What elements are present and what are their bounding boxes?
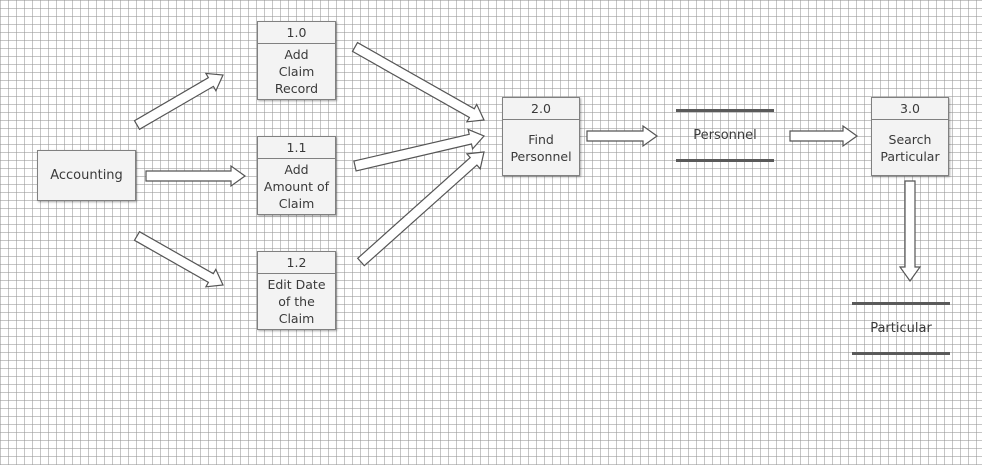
process-1-2-id: 1.2 <box>258 252 335 274</box>
process-3-0-name: Search Particular <box>880 131 940 164</box>
process-1-1-id: 1.1 <box>258 137 335 159</box>
particular-store-label: Particular <box>870 321 932 336</box>
store-top-line <box>852 302 950 305</box>
process-3-0-id: 3.0 <box>872 98 948 120</box>
process-1-2[interactable]: 1.2 Edit Date of the Claim <box>257 251 336 330</box>
flow-arrow-1-0-to-2-0 <box>351 41 485 123</box>
process-1-2-name: Edit Date of the Claim <box>267 277 326 326</box>
flow-arrow-accounting-to-1-1 <box>145 164 247 188</box>
process-2-0[interactable]: 2.0 Find Personnel <box>502 97 580 176</box>
personnel-store-label: Personnel <box>693 128 757 143</box>
flow-arrow-personnel-to-3-0 <box>789 124 859 148</box>
flow-arrow-1-1-to-2-0 <box>353 128 486 172</box>
process-1-1-name: Add Amount of Claim <box>263 162 330 211</box>
process-1-0-id: 1.0 <box>258 22 335 44</box>
process-2-0-name: Find Personnel <box>510 131 572 164</box>
store-bottom-line <box>852 352 950 355</box>
store-bottom-line <box>676 159 774 162</box>
flow-arrow-2-0-to-personnel <box>586 124 659 148</box>
accounting-label: Accounting <box>50 168 123 183</box>
process-1-0-name: Add Claim Record <box>274 47 319 96</box>
accounting-entity[interactable]: Accounting <box>37 150 136 201</box>
store-top-line <box>676 109 774 112</box>
process-1-1[interactable]: 1.1 Add Amount of Claim <box>257 136 336 215</box>
flow-arrow-3-0-to-particular <box>898 180 922 283</box>
personnel-data-store[interactable]: Personnel <box>676 109 774 162</box>
process-1-0[interactable]: 1.0 Add Claim Record <box>257 21 336 100</box>
process-2-0-id: 2.0 <box>503 98 579 120</box>
flow-arrow-accounting-to-1-0 <box>133 72 224 131</box>
particular-data-store[interactable]: Particular <box>852 302 950 355</box>
flow-arrow-1-2-to-2-0 <box>356 151 485 267</box>
process-3-0[interactable]: 3.0 Search Particular <box>871 97 949 176</box>
flow-arrow-accounting-to-1-2 <box>133 230 224 288</box>
